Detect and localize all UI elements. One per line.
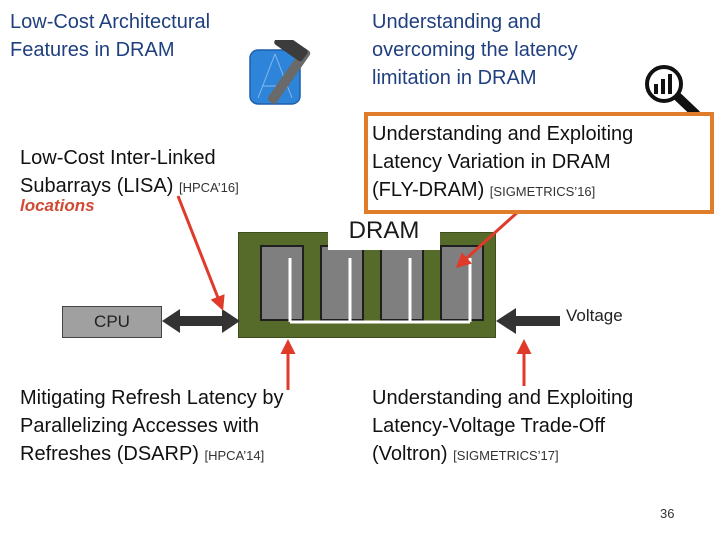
cpu-box: CPU [62, 306, 162, 338]
dsarp-label: Mitigating Refresh Latency by Paralleliz… [20, 384, 370, 470]
voltron-label: Understanding and Exploiting Latency-Vol… [372, 384, 717, 470]
dram-bank [260, 245, 304, 321]
top-left-header: Low-Cost Architectural Features in DRAM [10, 8, 300, 64]
flydram-name: (FLY-DRAM) [372, 179, 490, 201]
lisa-abbr: (LISA) [111, 175, 179, 197]
analytics-magnifier-icon [642, 62, 704, 120]
voltron-citation: [SIGMETRICS’17] [453, 448, 559, 463]
voltage-arrow [496, 308, 560, 334]
dsarp-line: Parallelizing Accesses with [20, 415, 259, 437]
xcode-hammer-icon [244, 32, 320, 112]
dsarp-line: Refreshes (DSARP) [HPCA’14] [20, 440, 370, 470]
header-line: Low-Cost Architectural [10, 11, 211, 33]
lisa-name: Subarrays [20, 175, 112, 197]
flydram-callout [364, 112, 714, 214]
top-right-header: Understanding and overcoming the latency… [372, 8, 672, 92]
header-line: Understanding and [372, 11, 542, 33]
lisa-arrow [176, 195, 225, 311]
dram-bank [320, 245, 364, 321]
dsarp-abbr: (DSARP) [111, 443, 205, 465]
lisa-citation: [HPCA’16] [178, 180, 239, 195]
partial-annotation-left: locations [20, 196, 95, 215]
voltron-line: (Voltron) [SIGMETRICS’17] [372, 440, 717, 470]
voltron-line: Latency-Voltage Trade-Off [372, 415, 606, 437]
flydram-label: Understanding and Exploiting Latency Var… [372, 120, 712, 206]
header-line: limitation in DRAM [372, 67, 537, 89]
dsarp-line: Mitigating Refresh Latency by [20, 387, 284, 409]
lisa-label: Low-Cost Inter-Linked Subarrays (LISA) [… [20, 144, 340, 197]
flydram-arrow [455, 208, 522, 269]
page-number: 36 [660, 506, 675, 521]
dsarp-name: Refreshes [20, 443, 112, 465]
lisa-line: Low-Cost Inter-Linked [20, 147, 216, 169]
voltron-line: Understanding and Exploiting [372, 387, 634, 409]
cpu-dram-arrow [162, 309, 240, 333]
header-line: overcoming the latency [372, 39, 578, 61]
voltage-label: Voltage [566, 306, 623, 325]
flydram-line: Latency Variation in DRAM [372, 151, 611, 173]
voltron-name: (Voltron) [372, 443, 454, 465]
flydram-line: (FLY-DRAM) [SIGMETRICS’16] [372, 176, 712, 206]
lisa-line: Subarrays (LISA) [HPCA’16] [20, 172, 340, 202]
flydram-citation: [SIGMETRICS’16] [489, 184, 596, 199]
dram-label: DRAM [328, 214, 440, 250]
flydram-line: Understanding and Exploiting [372, 123, 634, 145]
header-line: Features in DRAM [10, 39, 175, 61]
dsarp-citation: [HPCA’14] [204, 448, 265, 463]
